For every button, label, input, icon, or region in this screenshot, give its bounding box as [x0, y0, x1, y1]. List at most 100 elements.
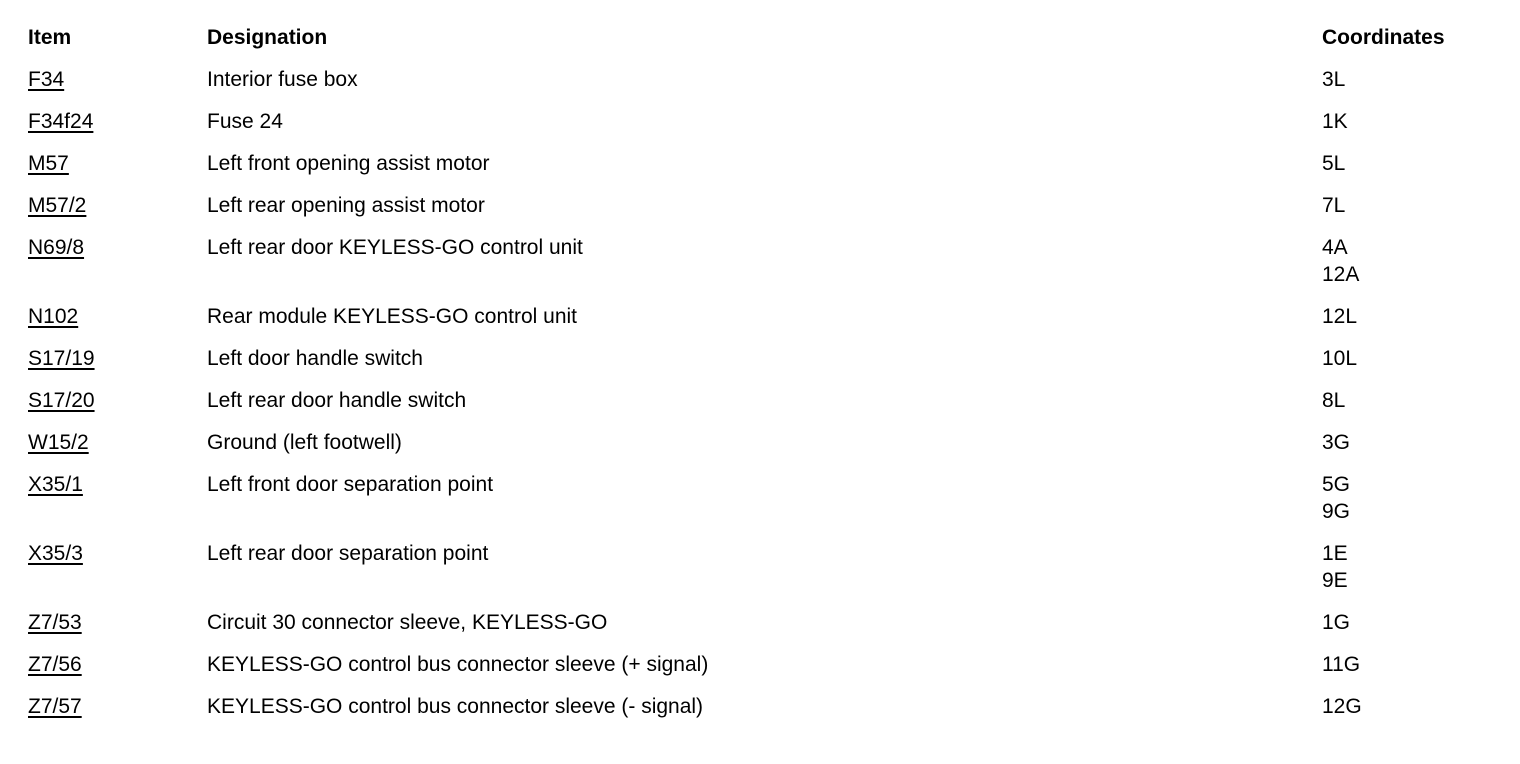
designation-cell: Ground (left footwell) — [207, 429, 1322, 471]
column-header-designation: Designation — [207, 26, 328, 49]
column-header-coordinates: Coordinates — [1322, 26, 1445, 49]
designation-cell: Fuse 24 — [207, 108, 1322, 150]
table-row: Z7/53 Circuit 30 connector sleeve, KEYLE… — [28, 609, 1498, 651]
item-cell: X35/3 — [28, 540, 207, 609]
legend-page: Item Designation Coordinates F34 Interio… — [28, 24, 1498, 735]
coordinate-value: 3G — [1322, 431, 1351, 454]
coordinates-cell: 3L — [1322, 66, 1498, 108]
designation-cell: Left rear door KEYLESS-GO control unit — [207, 234, 1322, 303]
designation-text: Rear module KEYLESS-GO control unit — [207, 305, 578, 328]
coordinates-cell: 12G — [1322, 693, 1498, 735]
item-link[interactable]: N102 — [28, 305, 79, 328]
coordinates-cell: 5L — [1322, 150, 1498, 192]
legend-table: Item Designation Coordinates F34 Interio… — [28, 24, 1498, 735]
item-cell: X35/1 — [28, 471, 207, 540]
coordinate-value: 3L — [1322, 68, 1346, 91]
coordinate-value: 12L — [1322, 305, 1358, 328]
designation-text: Left front opening assist motor — [207, 152, 490, 175]
designation-text: Left front door separation point — [207, 473, 494, 496]
coordinates-cell: 10L — [1322, 345, 1498, 387]
item-cell: F34f24 — [28, 108, 207, 150]
item-link[interactable]: Z7/56 — [28, 653, 82, 676]
item-link[interactable]: S17/20 — [28, 389, 95, 412]
item-link[interactable]: M57/2 — [28, 194, 87, 217]
coordinate-value: 12G — [1322, 695, 1362, 718]
designation-text: Circuit 30 connector sleeve, KEYLESS-GO — [207, 611, 608, 634]
designation-cell: Left front opening assist motor — [207, 150, 1322, 192]
designation-cell: KEYLESS-GO control bus connector sleeve … — [207, 693, 1322, 735]
coordinate-value: 11G — [1322, 653, 1361, 676]
item-link[interactable]: Z7/53 — [28, 611, 82, 634]
coordinates-cell: 12L — [1322, 303, 1498, 345]
table-row: F34f24 Fuse 24 1K — [28, 108, 1498, 150]
item-cell: Z7/56 — [28, 651, 207, 693]
table-row: X35/3 Left rear door separation point 1E… — [28, 540, 1498, 609]
item-cell: Z7/57 — [28, 693, 207, 735]
table-row: S17/19 Left door handle switch 10L — [28, 345, 1498, 387]
designation-cell: Interior fuse box — [207, 66, 1322, 108]
coordinate-value: 1G — [1322, 611, 1351, 634]
item-cell: N102 — [28, 303, 207, 345]
table-row: Z7/56 KEYLESS-GO control bus connector s… — [28, 651, 1498, 693]
item-link[interactable]: W15/2 — [28, 431, 89, 454]
coordinate-value: 5G — [1322, 473, 1351, 496]
item-link[interactable]: F34 — [28, 68, 65, 91]
table-row: F34 Interior fuse box 3L — [28, 66, 1498, 108]
column-header-item: Item — [28, 26, 72, 49]
designation-text: Ground (left footwell) — [207, 431, 402, 454]
item-link[interactable]: Z7/57 — [28, 695, 82, 718]
designation-text: Interior fuse box — [207, 68, 358, 91]
item-link[interactable]: X35/3 — [28, 542, 83, 565]
designation-text: KEYLESS-GO control bus connector sleeve … — [207, 653, 709, 676]
coordinates-cell: 8L — [1322, 387, 1498, 429]
designation-text: KEYLESS-GO control bus connector sleeve … — [207, 695, 704, 718]
table-row: Z7/57 KEYLESS-GO control bus connector s… — [28, 693, 1498, 735]
table-header-row: Item Designation Coordinates — [28, 24, 1498, 66]
coordinate-value: 4A — [1322, 236, 1348, 259]
item-cell: W15/2 — [28, 429, 207, 471]
coordinate-value: 9E — [1322, 569, 1348, 592]
table-row: S17/20 Left rear door handle switch 8L — [28, 387, 1498, 429]
designation-text: Left rear door handle switch — [207, 389, 467, 412]
coordinate-value: 10L — [1322, 347, 1358, 370]
designation-text: Left rear door KEYLESS-GO control unit — [207, 236, 583, 259]
coordinate-value: 1K — [1322, 110, 1348, 133]
item-cell: N69/8 — [28, 234, 207, 303]
designation-text: Left rear door separation point — [207, 542, 489, 565]
table-row: N69/8 Left rear door KEYLESS-GO control … — [28, 234, 1498, 303]
designation-cell: Left front door separation point — [207, 471, 1322, 540]
coordinates-cell: 1K — [1322, 108, 1498, 150]
table-row: M57 Left front opening assist motor 5L — [28, 150, 1498, 192]
designation-cell: KEYLESS-GO control bus connector sleeve … — [207, 651, 1322, 693]
coordinate-value: 1E — [1322, 542, 1348, 565]
coordinate-value: 7L — [1322, 194, 1346, 217]
coordinates-cell: 11G — [1322, 651, 1498, 693]
table-row: W15/2 Ground (left footwell) 3G — [28, 429, 1498, 471]
item-cell: F34 — [28, 66, 207, 108]
item-link[interactable]: N69/8 — [28, 236, 85, 259]
coordinate-value: 12A — [1322, 263, 1360, 286]
table-row: N102 Rear module KEYLESS-GO control unit… — [28, 303, 1498, 345]
coordinates-cell: 1G — [1322, 609, 1498, 651]
item-link[interactable]: M57 — [28, 152, 69, 175]
designation-cell: Rear module KEYLESS-GO control unit — [207, 303, 1322, 345]
designation-text: Left rear opening assist motor — [207, 194, 485, 217]
table-row: M57/2 Left rear opening assist motor 7L — [28, 192, 1498, 234]
item-link[interactable]: F34f24 — [28, 110, 94, 133]
item-cell: M57/2 — [28, 192, 207, 234]
item-link[interactable]: S17/19 — [28, 347, 95, 370]
item-cell: S17/19 — [28, 345, 207, 387]
designation-cell: Left door handle switch — [207, 345, 1322, 387]
item-cell: Z7/53 — [28, 609, 207, 651]
designation-cell: Left rear door separation point — [207, 540, 1322, 609]
item-link[interactable]: X35/1 — [28, 473, 83, 496]
table-body: F34 Interior fuse box 3L F34f24 Fuse 24 … — [28, 66, 1498, 735]
coordinate-value: 8L — [1322, 389, 1346, 412]
item-cell: M57 — [28, 150, 207, 192]
coordinate-value: 9G — [1322, 500, 1351, 523]
designation-cell: Circuit 30 connector sleeve, KEYLESS-GO — [207, 609, 1322, 651]
coordinate-value: 5L — [1322, 152, 1346, 175]
